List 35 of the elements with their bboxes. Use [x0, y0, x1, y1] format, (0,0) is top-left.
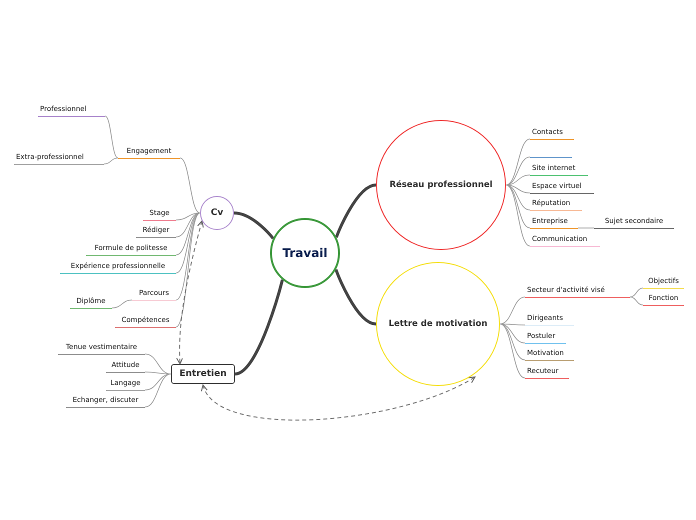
connector-line	[506, 184, 530, 246]
connector-line	[144, 374, 172, 390]
dashed-arrow	[176, 220, 204, 364]
connector-line	[234, 279, 284, 376]
connector-line	[500, 324, 526, 326]
topic-box: Entretien	[171, 364, 235, 384]
central-topic-circle: Travail	[270, 218, 340, 288]
connector-line	[334, 184, 376, 238]
connector-line	[506, 156, 530, 186]
topic-circle: Réseau professionnel	[376, 120, 506, 250]
connector-line	[630, 288, 644, 298]
connector-line	[506, 184, 530, 194]
connector-line	[334, 268, 376, 326]
connector-line	[630, 296, 644, 306]
topic-circle: Lettre de motivation	[376, 262, 500, 386]
connector-line	[506, 174, 530, 186]
connector-line	[104, 116, 118, 158]
connector-line	[506, 138, 530, 186]
connector-line	[500, 296, 526, 324]
connector-line	[176, 212, 200, 238]
connector-line	[176, 212, 200, 300]
connector-line	[234, 212, 274, 240]
connector-line	[500, 324, 526, 378]
connector-line	[180, 158, 200, 214]
connector-line	[176, 212, 200, 274]
connector-line	[176, 212, 200, 220]
connector-line	[144, 374, 172, 408]
connector-line	[176, 212, 200, 328]
dashed-arrow	[202, 376, 476, 420]
topic-circle: Cv	[200, 196, 234, 230]
connector-line	[104, 158, 118, 164]
connector-line	[506, 184, 530, 228]
connector-line	[144, 372, 172, 374]
connector-line	[144, 354, 172, 374]
connector-line	[112, 300, 132, 308]
